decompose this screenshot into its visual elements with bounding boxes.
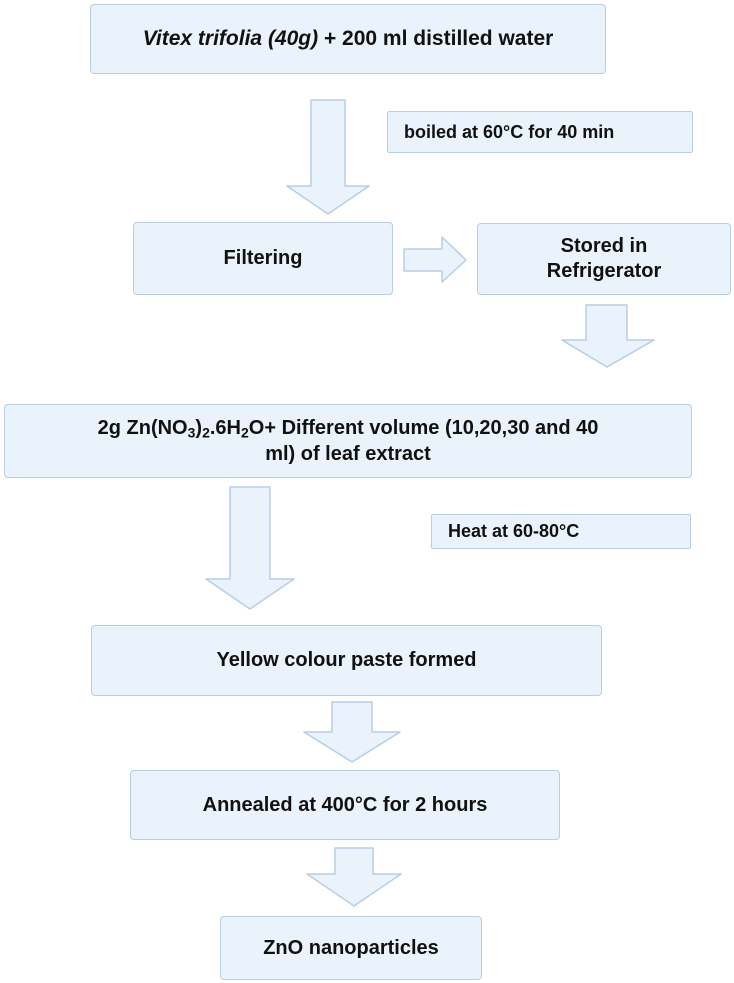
zinc-formula-c: .6H	[209, 416, 241, 439]
annealed-text: Annealed at 400°C for 2 hours	[202, 793, 488, 816]
down-arrow-3	[205, 486, 295, 610]
paste-text: Yellow colour paste formed	[216, 649, 477, 671]
down-arrow-1	[286, 99, 370, 215]
note-heat-text: Heat at 60-80°C	[448, 521, 580, 541]
step-box-zno: ZnO nanoparticles	[220, 916, 482, 980]
zinc-sub-3: 3	[187, 424, 196, 440]
step-box-refrigerator: Stored in Refrigerator	[477, 223, 731, 295]
down-arrow-2	[561, 304, 655, 368]
zinc-formula-d: O+ Different volume (10,20,30 and 40	[248, 416, 599, 439]
plant-name: Vitex trifolia (40g)	[142, 26, 319, 50]
step-box-annealed: Annealed at 400°C for 2 hours	[130, 770, 560, 840]
water-sub-2: 2	[241, 424, 249, 440]
zinc-line-1: 2g Zn(NO3)2.6H2O+ Different volume (10,2…	[98, 416, 599, 442]
filtering-text: Filtering	[223, 247, 303, 269]
note-boiled-text: boiled at 60°C for 40 min	[404, 121, 615, 142]
step-box-filtering: Filtering	[133, 222, 393, 295]
step-box-extract: Vitex trifolia (40g) + 200 ml distilled …	[90, 4, 606, 74]
zinc-line-2: ml) of leaf extract	[265, 442, 431, 465]
step-box-paste: Yellow colour paste formed	[91, 625, 602, 696]
note-boiled: boiled at 60°C for 40 min	[387, 111, 693, 153]
zinc-sub-2: 2	[202, 424, 210, 440]
refrigerator-text: Stored in Refrigerator	[546, 235, 662, 282]
zinc-formula-b: )	[195, 416, 203, 439]
zinc-formula-a: 2g Zn(NO	[97, 416, 188, 439]
note-heat: Heat at 60-80°C	[431, 514, 691, 549]
zno-text: ZnO nanoparticles	[263, 936, 439, 959]
down-arrow-4	[303, 701, 401, 763]
extract-rest: + 200 ml distilled water	[318, 26, 554, 50]
down-arrow-5	[306, 847, 402, 907]
right-arrow	[403, 236, 467, 283]
step-box-zinc-nitrate: 2g Zn(NO3)2.6H2O+ Different volume (10,2…	[4, 404, 692, 478]
